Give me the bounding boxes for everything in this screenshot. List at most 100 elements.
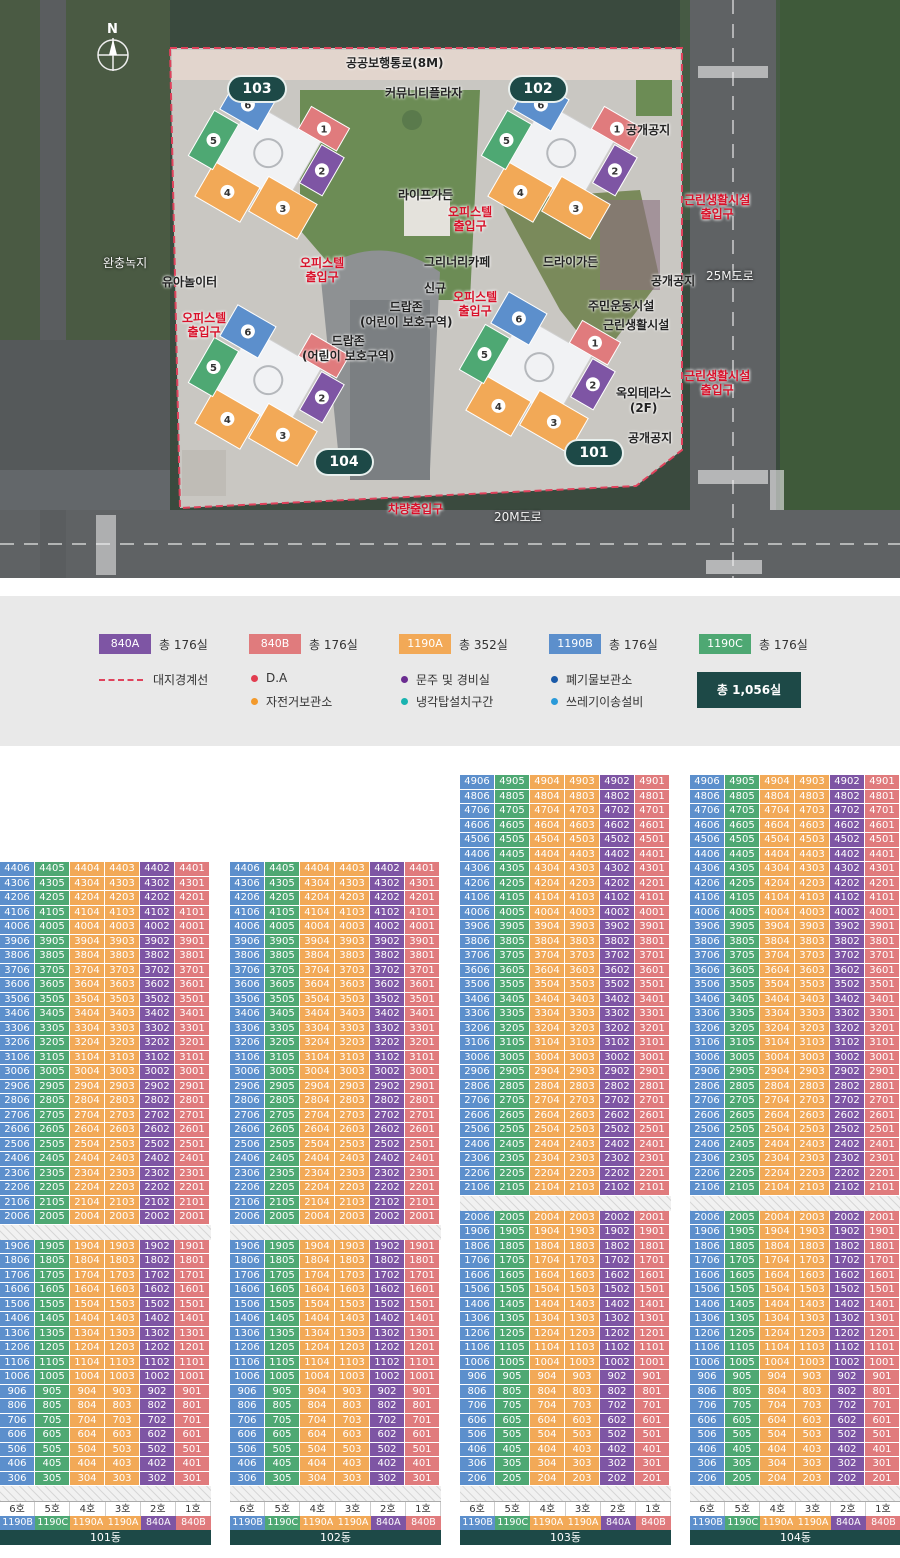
unit-cell: 2203 (565, 1166, 599, 1180)
ho-label: 4호 (70, 1502, 106, 1516)
unit-cell: 3301 (405, 1021, 439, 1035)
unit-cell: 4001 (175, 920, 209, 934)
unit-cell: 906 (230, 1384, 264, 1398)
unit-cell: 3802 (600, 934, 634, 948)
unit-cell: 1501 (635, 1283, 669, 1297)
unit-cell: 1501 (405, 1297, 439, 1311)
unit-cell: 2302 (370, 1166, 404, 1180)
unit-cell: 4305 (495, 862, 529, 876)
unit-cell: 4604 (530, 818, 564, 832)
unit-cell: 3704 (530, 949, 564, 963)
unit-cell: 2902 (370, 1079, 404, 1093)
unit-cell: 3803 (795, 934, 829, 948)
unit-cell: 2704 (300, 1108, 334, 1122)
unit-cell: 3203 (105, 1036, 139, 1050)
unit-cell: 3903 (565, 920, 599, 934)
unit-cell: 1204 (760, 1326, 794, 1340)
unit-cell: 3601 (405, 978, 439, 992)
unit-cell: 2804 (760, 1079, 794, 1093)
unit-cell: 1906 (0, 1239, 34, 1253)
unit-cell: 301 (865, 1457, 899, 1471)
unit-cell: 3105 (35, 1050, 69, 1064)
unit-cell: 3001 (635, 1050, 669, 1064)
unit-cell: 605 (725, 1413, 759, 1427)
unit-cell: 4402 (370, 862, 404, 876)
unit-cell: 2204 (70, 1181, 104, 1195)
unit-cell: 3703 (335, 963, 369, 977)
unit-cell: 903 (565, 1370, 599, 1384)
unit-cell: 2002 (830, 1210, 864, 1224)
unit-cell: 2705 (495, 1094, 529, 1108)
ho-label: 2호 (831, 1502, 866, 1516)
unit-cell: 1505 (725, 1283, 759, 1297)
unit-cell: 2403 (335, 1152, 369, 1166)
unit-cell: 304 (70, 1471, 104, 1485)
unit-cell: 1004 (760, 1355, 794, 1369)
unit-cell: 1303 (795, 1312, 829, 1326)
boundary-line-icon (99, 678, 143, 681)
unit-cell: 4304 (760, 862, 794, 876)
unit-cell: 3701 (405, 963, 439, 977)
unit-cell: 2303 (795, 1152, 829, 1166)
unit-cell: 606 (690, 1413, 724, 1427)
unit-cell: 1401 (635, 1297, 669, 1311)
unit-cell: 3806 (460, 934, 494, 948)
unit-cell: 2604 (70, 1123, 104, 1137)
unit-cell: 3501 (405, 992, 439, 1006)
unit-cell: 4006 (460, 905, 494, 919)
unit-cell: 702 (370, 1413, 404, 1427)
unit-cell: 4402 (600, 847, 634, 861)
unit-cell: 306 (0, 1471, 34, 1485)
unit-cell: 205 (495, 1471, 529, 1485)
unit-cell: 2306 (690, 1152, 724, 1166)
unit-cell: 4206 (0, 891, 34, 905)
unit-cell: 4606 (690, 818, 724, 832)
life-garden-label: 라이프가든 (398, 188, 454, 202)
unit-cell: 4105 (35, 905, 69, 919)
unit-cell: 3604 (760, 963, 794, 977)
unit-cell: 3202 (140, 1036, 174, 1050)
unit-cell: 4202 (600, 876, 634, 890)
open-space-label-1: 공개공지 (626, 123, 671, 137)
unit-cell: 3903 (795, 920, 829, 934)
unit-cell: 1906 (690, 1225, 724, 1239)
unit-cell: 3603 (565, 963, 599, 977)
unit-cell: 3405 (495, 992, 529, 1006)
unit-cell: 3901 (865, 920, 899, 934)
unit-cell: 1903 (335, 1239, 369, 1253)
unit-number-text: 5 (503, 136, 510, 147)
unit-cell: 3406 (690, 992, 724, 1006)
unit-cell: 1804 (300, 1254, 334, 1268)
unit-cell: 1406 (690, 1297, 724, 1311)
unit-cell: 3805 (495, 934, 529, 948)
unit-cell: 3803 (335, 949, 369, 963)
unit-cell: 4603 (565, 818, 599, 832)
unit-cell: 703 (565, 1399, 599, 1413)
unit-cell: 1304 (760, 1312, 794, 1326)
unit-cell: 2706 (0, 1108, 34, 1122)
unit-cell: 1703 (105, 1268, 139, 1282)
unit-cell: 1904 (300, 1239, 334, 1253)
unit-cell: 4606 (460, 818, 494, 832)
unit-cell: 1303 (105, 1326, 139, 1340)
unit-cell: 1504 (530, 1283, 564, 1297)
unit-cell: 803 (335, 1399, 369, 1413)
unit-cell: 3406 (460, 992, 494, 1006)
unit-cell: 4006 (690, 905, 724, 919)
unit-cell: 1402 (370, 1312, 404, 1326)
unit-cell: 3205 (265, 1036, 299, 1050)
bicycle-dot-icon (251, 698, 258, 705)
unit-cell: 904 (530, 1370, 564, 1384)
unit-cell: 1701 (865, 1254, 899, 1268)
unit-number-badge (568, 200, 583, 215)
unit-cell: 2806 (0, 1094, 34, 1108)
unit-cell: 1305 (35, 1326, 69, 1340)
unit-cell: 1206 (690, 1326, 724, 1340)
unit-cell: 4504 (530, 833, 564, 847)
unit-cell: 4605 (725, 818, 759, 832)
unit-cell: 4401 (405, 862, 439, 876)
unit-cell: 3502 (370, 992, 404, 1006)
unit-cell: 904 (760, 1370, 794, 1384)
unit-cell: 2804 (300, 1094, 334, 1108)
